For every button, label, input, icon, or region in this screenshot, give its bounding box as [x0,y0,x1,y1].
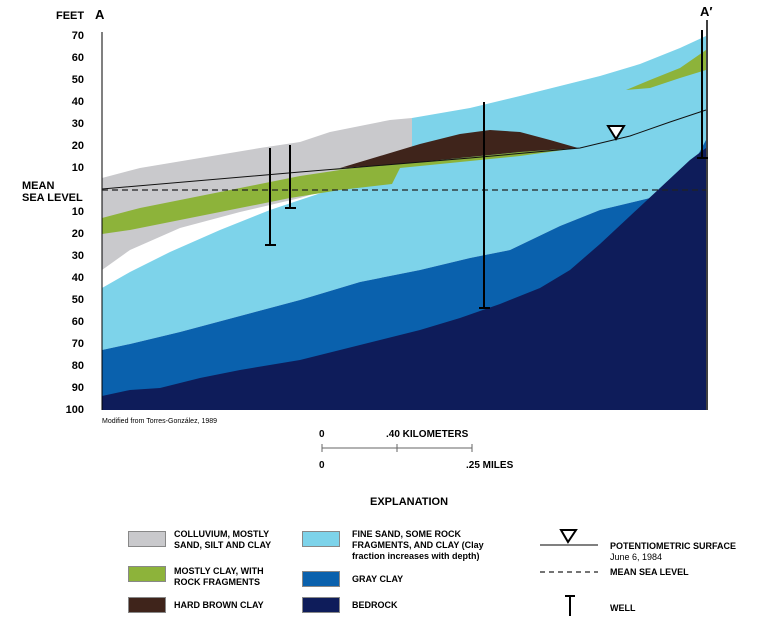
axis-unit-label: FEET [56,10,85,22]
y-tick-below: 30 [71,250,84,262]
fine-sand-layer [102,36,706,350]
legend-well-text: WELL [610,603,636,613]
km-scale-label: .40 KILOMETERS [386,429,469,440]
mostly-clay-band-left [102,168,400,234]
section-end-label: A′ [700,4,713,19]
y-tick-above: 10 [71,162,84,174]
mi-zero-label: 0 [319,460,325,471]
legend-swatch-fine-sand [302,531,340,547]
legend-swatch-hard-brown-clay [128,597,166,613]
bedrock-layer [102,148,706,410]
source-note: Modified from Torres-González, 1989 [102,418,218,425]
legend-swatch-colluvium [128,531,166,547]
section-start-label: A [95,7,105,22]
potentiometric-surface-line [101,109,707,190]
legend-colluvium-text: COLLUVIUM, MOSTLY SAND, SILT AND CLAY [174,529,272,550]
wells [265,30,708,309]
legend-fine-sand-text: FINE SAND, SOME ROCK FRAGMENTS, AND CLAY… [352,529,484,561]
legend-msl-text: MEAN SEA LEVEL [610,567,689,577]
km-zero-label: 0 [319,429,325,440]
y-tick-below: 10 [71,206,84,218]
y-tick-above: 50 [71,74,84,86]
msl-label-line2: SEA LEVEL [22,192,83,204]
legend-swatch-mostly-clay [128,566,166,582]
msl-label-line1: MEAN [22,180,55,192]
y-tick-below: 20 [71,228,84,240]
legend-gray-clay-text: GRAY CLAY [352,574,404,584]
potentiometric-triangle [606,125,626,141]
y-tick-below: 100 [65,404,84,416]
y-tick-above: 60 [71,52,84,64]
hard-brown-clay-lens [340,130,578,168]
y-tick-below: 60 [71,316,84,328]
y-tick-below: 80 [71,360,84,372]
legend-mostly-clay-text: MOSTLY CLAY, WITH ROCK FRAGMENTS [174,566,264,587]
y-tick-below: 70 [71,338,84,350]
explanation-heading: EXPLANATION [370,496,449,508]
legend-swatch-gray-clay [302,571,340,587]
y-tick-above: 20 [71,140,84,152]
legend-hard-brown-clay-text: HARD BROWN CLAY [174,600,264,610]
mostly-clay-band-right [626,50,706,90]
mi-scale-label: .25 MILES [466,460,514,471]
y-tick-below: 90 [71,382,84,394]
y-tick-below: 40 [71,272,84,284]
legend-swatch-bedrock [302,597,340,613]
y-tick-above: 30 [71,118,84,130]
y-tick-below: 50 [71,294,84,306]
legend-bedrock-text: BEDROCK [352,600,398,610]
legend-potentiometric-triangle [559,529,578,544]
legend-potentiometric-text: POTENTIOMETRIC SURFACE June 6, 1984 [610,541,737,562]
y-tick-above: 40 [71,96,84,108]
y-tick-above: 70 [71,30,84,42]
